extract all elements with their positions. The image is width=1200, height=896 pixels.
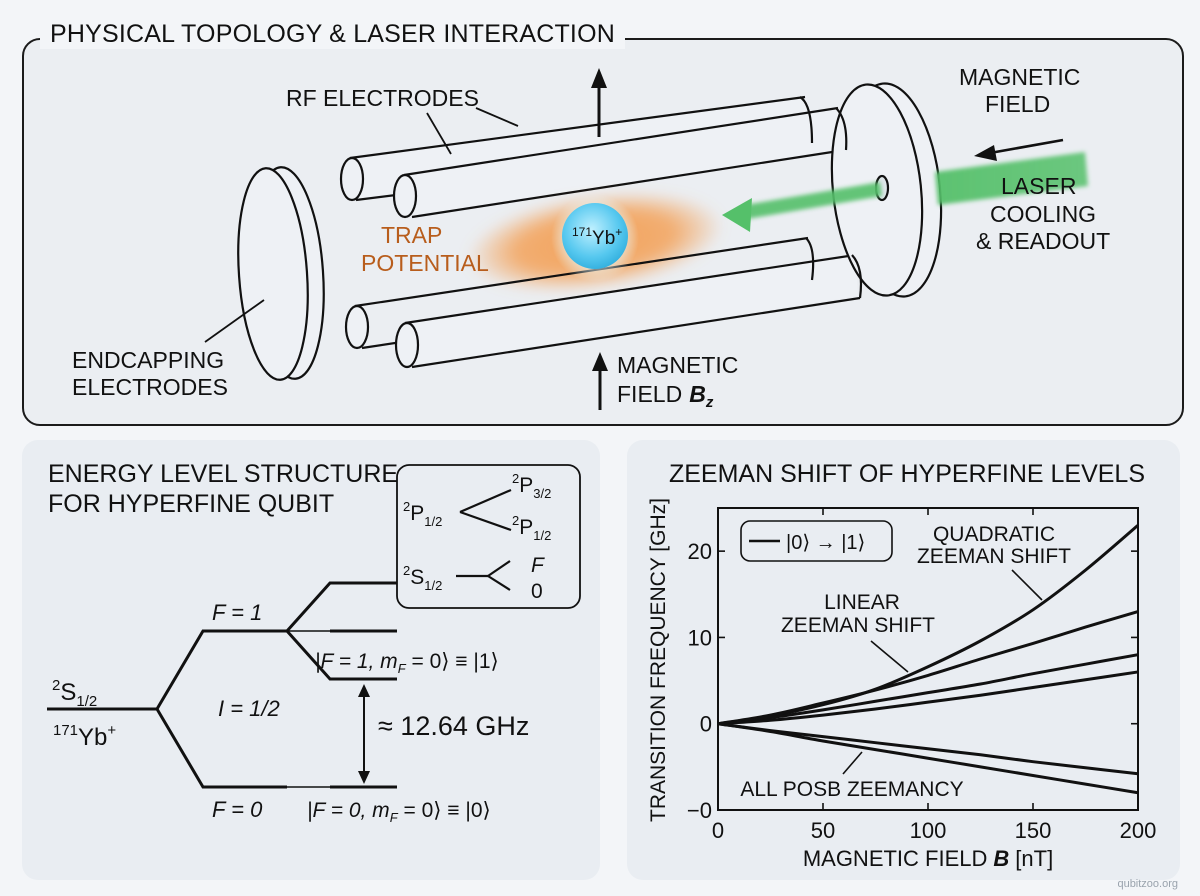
hyperfine-splitting-label: ≈ 12.64 GHz (378, 711, 529, 741)
inset-p12-right: 2P1/2 (512, 513, 551, 543)
rf-electrode-rod (392, 106, 846, 219)
rod-ends (799, 96, 863, 299)
annotation-linear-leader (870, 640, 909, 673)
hyperfine-levels (47, 581, 397, 789)
qubit-state-1: |F = 1, mF = 0⟩ ≡ |1⟩ (315, 650, 499, 676)
y-axis-label: TRANSITION FREQUENCY [GHz] (647, 498, 670, 822)
physical-topology-title: PHYSICAL TOPOLOGY & LASER INTERACTION (40, 20, 625, 49)
trap-potential-label-line1: TRAP (381, 222, 442, 248)
zeeman-chart-panel (627, 440, 1180, 880)
magnetic-field-label-line1: MAGNETIC (959, 64, 1080, 90)
x-tick-label: 50 (811, 818, 835, 843)
series-line-series-3 (717, 653, 1139, 726)
x-tick-label: 150 (1015, 818, 1052, 843)
leader-lines (204, 107, 519, 343)
trap-potential-label-line2: POTENTIAL (361, 250, 489, 276)
inset-s-branch (456, 560, 511, 591)
f0-label: F = 0 (212, 797, 263, 822)
y-tick-label: −0 (687, 798, 712, 823)
inset-p-branch (459, 488, 512, 532)
y-tick-label: 0 (700, 712, 712, 737)
energy-title-line2: FOR HYPERFINE QUBIT (48, 490, 334, 518)
f1-label: F = 1 (212, 600, 262, 625)
inset-s12: 2S1/2 (403, 563, 442, 593)
left-endcap-electrode (237, 166, 325, 381)
chart-title: ZEEMAN SHIFT OF HYPERFINE LEVELS (669, 460, 1145, 488)
legend-box (740, 520, 893, 562)
ground-state-label: 2S1/2 (52, 677, 97, 710)
ion-label: 171Yb+ (572, 225, 622, 249)
annotation-quadratic-leader (1011, 569, 1043, 601)
y-tick-label: 10 (688, 625, 712, 650)
annotation-quadratic-line1: QUADRATIC (933, 523, 1055, 546)
magnetic-field-bz-arrow (592, 352, 608, 410)
laser-beam (722, 152, 1088, 232)
magnetic-field-arrow-left (974, 138, 1064, 161)
qubit-state-0: |F = 0, mF = 0⟩ ≡ |0⟩ (307, 799, 491, 825)
endcap-label-line1: ENDCAPPING (72, 347, 224, 373)
bz-label-line1: MAGNETIC (617, 352, 738, 378)
ytterbium-ion (562, 203, 628, 269)
annotation-posb: ALL POSB ZEEMANCY (740, 778, 963, 801)
energy-title-line1: ENERGY LEVEL STRUCTURE (48, 460, 398, 488)
inset-p32: 2P3/2 (512, 471, 551, 501)
magnetic-field-label-line2: FIELD (985, 91, 1050, 117)
legend-entry: |0⟩ → |1⟩ (786, 532, 865, 554)
annotation-linear-line2: ZEEMAN SHIFT (781, 614, 935, 637)
watermark: qubitzoo.org (1117, 878, 1178, 890)
x-tick-label: 100 (910, 818, 947, 843)
level-connectors (287, 630, 330, 788)
y-tick-label: 20 (688, 539, 712, 564)
nuclear-spin-label: I = 1/2 (218, 696, 280, 721)
inset-branch-0: 0 (531, 580, 543, 603)
series-line-series-5 (717, 722, 1139, 776)
isotope-label: 171Yb+ (53, 722, 116, 751)
annotation-quadratic-line2: ZEEMAN SHIFT (917, 545, 1071, 568)
series-line-series-4 (717, 670, 1139, 726)
annotation-posb-leader (842, 751, 863, 775)
rf-electrodes-label: RF ELECTRODES (286, 85, 479, 111)
series-line-series-2 (717, 610, 1139, 726)
endcap-label-line2: ELECTRODES (72, 374, 228, 400)
laser-label-line1: LASER (1001, 173, 1076, 199)
inset-p12-left: 2P1/2 (403, 499, 442, 529)
x-tick-label: 0 (712, 818, 724, 843)
x-tick-label: 200 (1120, 818, 1157, 843)
fine-structure-inset (396, 464, 581, 609)
laser-label-line2: COOLING (990, 201, 1096, 227)
laser-arrowhead (722, 198, 752, 232)
annotation-linear-line1: LINEAR (824, 591, 900, 614)
rf-electrode-rod (394, 253, 861, 369)
series-line-series-6 (717, 722, 1139, 795)
inset-branch-f: F (531, 554, 545, 577)
magnetic-field-arrow-up (591, 68, 607, 137)
laser-label-line3: & READOUT (976, 228, 1110, 254)
splitting-arrow (358, 684, 370, 784)
